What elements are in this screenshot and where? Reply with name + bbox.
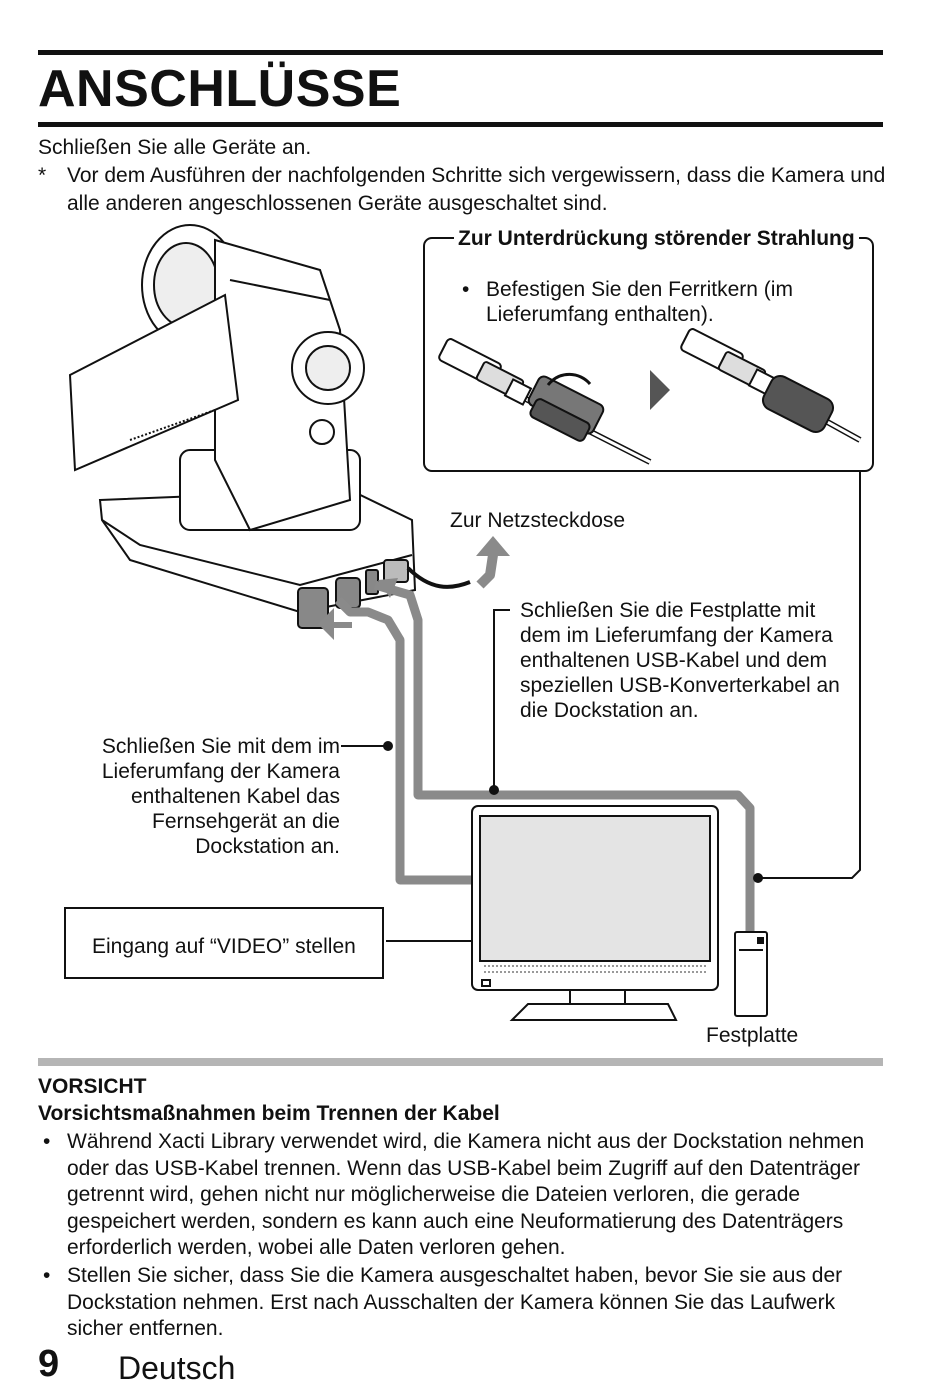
tv-cable-arrow-icon bbox=[318, 608, 352, 640]
caution-bullet-text: Stellen Sie sicher, dass Sie die Kamera … bbox=[67, 1264, 843, 1341]
power-arrow-icon bbox=[476, 536, 510, 556]
usb-cable-arrow-icon bbox=[378, 578, 398, 598]
bullet-icon: • bbox=[43, 1264, 51, 1287]
ferrite-closed-illustration bbox=[680, 328, 862, 443]
page-title: ANSCHLÜSSE bbox=[38, 60, 402, 118]
hdd-illustration bbox=[734, 931, 768, 1017]
note-marker: * bbox=[38, 164, 47, 187]
cables bbox=[334, 554, 755, 935]
section-divider bbox=[38, 1058, 883, 1066]
ferrite-box-title: Zur Unterdrückung störender Strahlung bbox=[454, 226, 859, 252]
top-rule bbox=[38, 50, 883, 55]
hdd-label: Festplatte bbox=[706, 1024, 799, 1047]
caution-bullet-text: Während Xacti Library verwendet wird, di… bbox=[67, 1130, 865, 1260]
intro-text: Schließen Sie alle Geräte an. bbox=[38, 136, 312, 159]
title-rule bbox=[38, 122, 883, 127]
arrow-right-icon bbox=[650, 370, 670, 410]
video-input-text: Eingang auf “VIDEO” stellen bbox=[92, 935, 356, 958]
power-outlet-label: Zur Netzsteckdose bbox=[450, 509, 626, 532]
caution-heading: VORSICHT bbox=[38, 1075, 147, 1098]
video-input-callout bbox=[64, 907, 384, 979]
caution-subheading: Vorsichtsmaßnahmen beim Trennen der Kabe… bbox=[38, 1102, 500, 1125]
page-number: 9 bbox=[38, 1343, 60, 1385]
bullet-icon: • bbox=[462, 278, 470, 301]
note-text: Vor dem Ausführen der nachfolgenden Schr… bbox=[67, 164, 886, 215]
ferrite-box bbox=[423, 237, 874, 472]
tv-illustration bbox=[471, 805, 719, 1021]
tv-connection-instruction: Schließen Sie mit dem im Lieferumfang de… bbox=[101, 735, 340, 858]
hdd-connection-instruction: Schließen Sie die Festplatte mit dem im … bbox=[520, 599, 840, 722]
camera-dock-illustration bbox=[68, 224, 471, 629]
ferrite-instruction-text: Befestigen Sie den Ferritkern (im Liefer… bbox=[486, 278, 793, 326]
bullet-icon: • bbox=[43, 1130, 51, 1153]
language-label: Deutsch bbox=[118, 1350, 236, 1386]
ferrite-open-illustration bbox=[438, 338, 652, 465]
